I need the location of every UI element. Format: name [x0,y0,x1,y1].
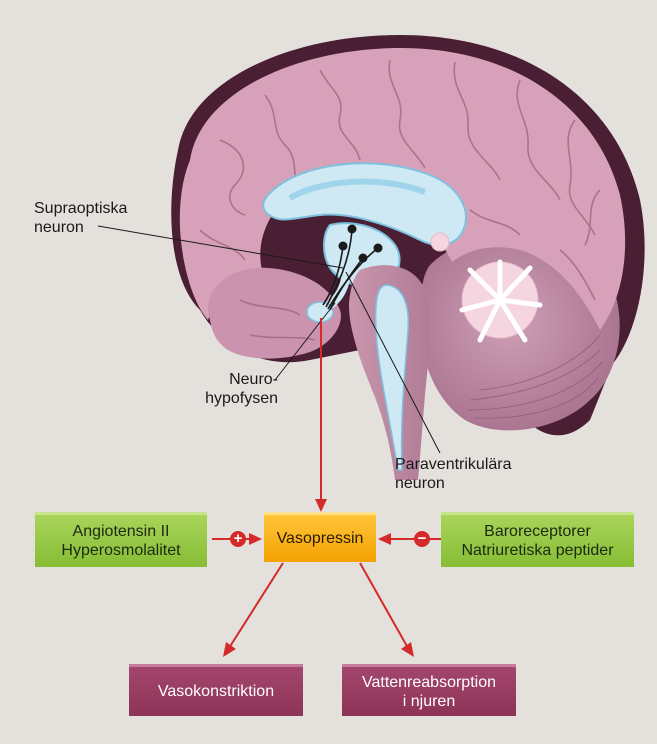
stimulator-angiotensin: Angiotensin II [73,522,170,541]
pineal-body [431,233,449,251]
water-reabsorption-line1: Vattenreabsorption [362,673,496,692]
vasopressin-label: Vasopressin [277,529,364,548]
vasopressin-box: Vasopressin [264,512,376,562]
supraoptic-line1: Supraoptiska [34,199,127,218]
supraoptic-label: Supraoptiska neuron [34,199,127,237]
stimulators-box: Angiotensin II Hyperosmolalitet [35,512,207,567]
minus-sign: − [414,531,430,547]
inhibitors-box: Baroreceptorer Natriuretiska peptider [441,512,634,567]
paraventricular-label: Paraventrikulära neuron [395,455,512,493]
vasoconstriction-box: Vasokonstriktion [129,664,303,716]
inhibitor-baroreceptors: Baroreceptorer [484,522,591,541]
paraventricular-line1: Paraventrikulära [395,455,512,474]
water-reabsorption-line2: i njuren [403,692,455,711]
paraventricular-line2: neuron [395,474,512,493]
supraoptic-line2: neuron [34,218,127,237]
neurohypophysis-label: Neuro- hypofysen [190,370,278,408]
stimulator-hyperosmolality: Hyperosmolalitet [61,541,180,560]
vasoconstriction-label: Vasokonstriktion [158,682,274,701]
inhibitor-natriuretic-peptides: Natriuretiska peptider [461,541,613,560]
water-reabsorption-box: Vattenreabsorption i njuren [342,664,516,716]
neuro-line1: Neuro- [190,370,278,389]
plus-sign: + [230,531,246,547]
neuro-line2: hypofysen [190,389,278,408]
